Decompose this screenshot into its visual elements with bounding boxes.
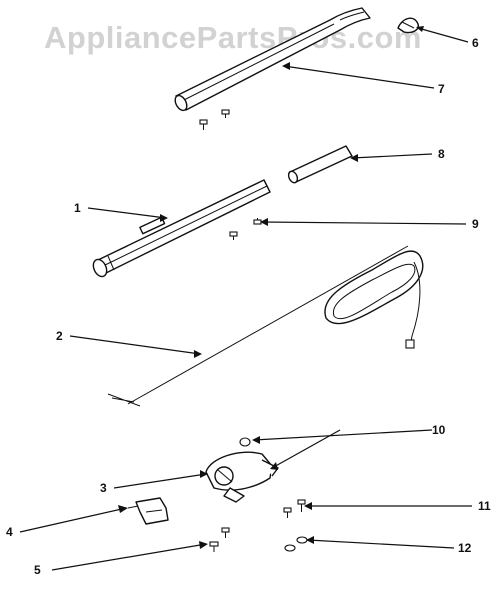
callout-6: 6: [472, 36, 479, 50]
part-7-upper-handle: [174, 7, 371, 112]
screw-icon: [253, 218, 262, 225]
screw-group-middle: [229, 218, 262, 240]
screw-group-upper: [199, 109, 230, 130]
part-12-nuts: [284, 536, 308, 552]
part-4-cord-hook: [127, 497, 169, 525]
callout-5: 5: [34, 563, 41, 577]
callout-1: 1: [74, 201, 81, 215]
screw-icon: [229, 231, 238, 240]
callout-labels: 6 7 8 1 9 2 10 3 11 4 12 5: [6, 36, 491, 577]
screw-icon: [221, 109, 230, 118]
part-3-bail-bracket: [205, 437, 279, 503]
callout-7: 7: [438, 82, 445, 96]
part-5-screws: [209, 527, 230, 552]
callout-12: 12: [458, 541, 472, 555]
callout-9: 9: [472, 217, 479, 231]
callout-11: 11: [478, 499, 491, 513]
callout-2: 2: [56, 329, 63, 343]
callout-8: 8: [438, 147, 445, 161]
part-6-end-cap: [397, 17, 419, 34]
power-cord-loop: [324, 250, 424, 349]
screw-icon: [199, 119, 208, 130]
screw-icon: [209, 541, 219, 552]
screw-icon: [221, 527, 230, 538]
callout-3: 3: [100, 481, 107, 495]
callout-10: 10: [432, 423, 446, 437]
leader-lines: [19, 26, 472, 571]
callout-4: 4: [6, 525, 13, 539]
screw-icon: [283, 507, 292, 518]
part-2-bail-wire: [107, 245, 409, 407]
part-11-screws: [283, 499, 306, 518]
part-8-handle-insert: [287, 145, 353, 184]
part-1-lower-handle: [92, 179, 271, 278]
screw-icon: [297, 499, 306, 512]
watermark-logo: AppliancePartsPros.com: [44, 20, 422, 55]
